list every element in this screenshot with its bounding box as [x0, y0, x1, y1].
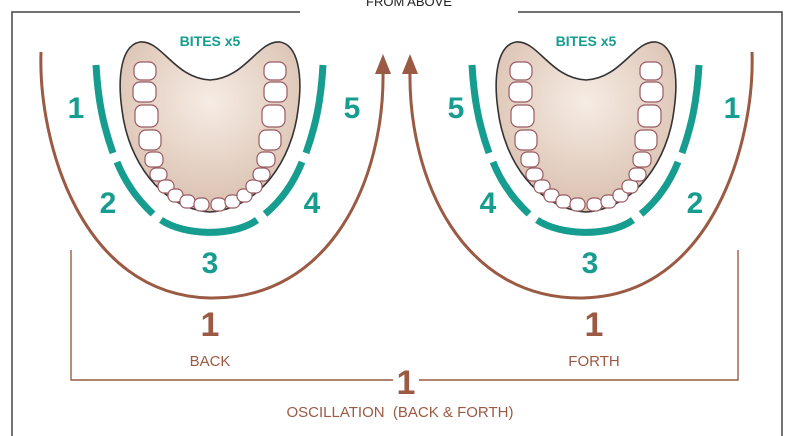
left-segment-label-3: 3: [202, 247, 219, 280]
left-segment-label-1: 1: [68, 92, 85, 125]
left-direction-label: BACK: [190, 353, 231, 370]
left-bites-label: BITES x5: [180, 33, 241, 49]
oscillation-bracket: 1 OSCILLATION (BACK & FORTH): [71, 250, 738, 421]
oscillation-label: OSCILLATION (BACK & FORTH): [287, 404, 514, 421]
right-segment-label-3: 3: [582, 247, 599, 280]
left-arrowhead-icon: [375, 54, 391, 74]
right-count: 1: [585, 306, 604, 344]
left-segment-label-5: 5: [344, 92, 361, 125]
bracket-line-left: [71, 250, 393, 380]
right-direction-label: FORTH: [568, 353, 619, 370]
right-segment-label-1: 1: [724, 92, 741, 125]
right-bite-segment-1: [682, 65, 699, 153]
diagram-title: FROM ABOVE: [303, 0, 515, 12]
right-bite-segment-3: [537, 220, 633, 232]
left-bite-segment-5: [306, 65, 323, 153]
right-arrowhead-icon: [402, 54, 418, 74]
left-segment-label-2: 2: [100, 187, 117, 220]
right-segment-label-4: 4: [480, 187, 497, 220]
left-bite-segment-3: [161, 220, 257, 232]
left-segment-label-4: 4: [304, 187, 321, 220]
right-bite-segment-5: [472, 65, 489, 153]
oscillation-count: 1: [397, 364, 416, 402]
left-panel: BITES x5 1 2 3 4 5 1 BACK: [41, 33, 391, 370]
right-segment-label-2: 2: [687, 187, 704, 220]
right-bites-label: BITES x5: [556, 33, 617, 49]
right-segment-label-5: 5: [448, 92, 465, 125]
right-panel: BITES x5 5 4 3 2 1 1 FORTH: [402, 33, 752, 370]
left-count: 1: [201, 306, 220, 344]
left-bite-segment-1: [96, 65, 113, 153]
